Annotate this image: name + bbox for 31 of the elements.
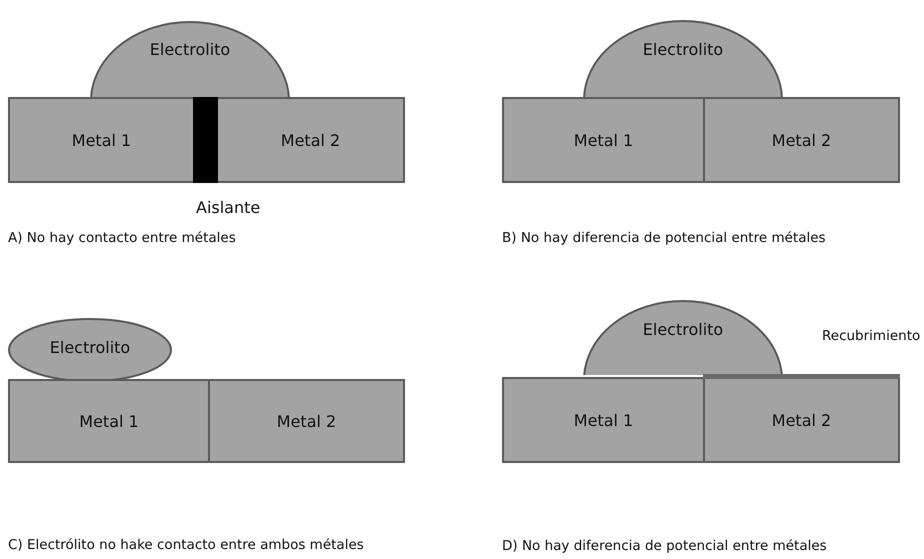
metal-block: [208, 379, 405, 463]
panel-caption: A) No hay contacto entre métales: [8, 230, 236, 246]
metal-block: [502, 97, 705, 183]
node-label: Metal 1: [79, 412, 139, 430]
panel-caption: B) No hay diferencia de potencial entre métales: [502, 230, 826, 246]
electrolyte-drop: [8, 318, 172, 382]
electrolyte-drop: [90, 21, 290, 97]
metal-block: [703, 377, 900, 463]
node-label: Metal 2: [772, 410, 832, 430]
node-label: Metal 2: [772, 130, 832, 150]
electrolyte-drop: [583, 20, 783, 98]
node-label: Metal 2: [280, 130, 340, 150]
node-label: Metal 1: [574, 410, 634, 430]
node-label: Metal 1: [72, 130, 132, 150]
metal-block: [502, 377, 705, 463]
metal-block: [8, 379, 210, 463]
node-label: Electrolito: [48, 338, 132, 357]
node-label: Metal 1: [574, 130, 634, 150]
metal-block: [216, 97, 405, 183]
node-label: Electrolito: [642, 40, 724, 59]
node-label: Electrolito: [148, 40, 232, 59]
part-label: Recubrimiento: [822, 328, 920, 344]
panel-caption: C) Electrólito no hake contacto entre ambos métales: [8, 537, 364, 553]
metal-block: [703, 97, 900, 183]
electrolyte-drop: [583, 300, 783, 375]
metal-block: [8, 97, 195, 183]
panel-caption: D) No hay diferencia de potencial entre métales: [502, 538, 827, 554]
node-label: Electrolito: [642, 320, 724, 339]
node-label: Metal 2: [276, 412, 336, 430]
part-label: Aislante: [196, 198, 260, 217]
coating-strip: [703, 374, 900, 379]
